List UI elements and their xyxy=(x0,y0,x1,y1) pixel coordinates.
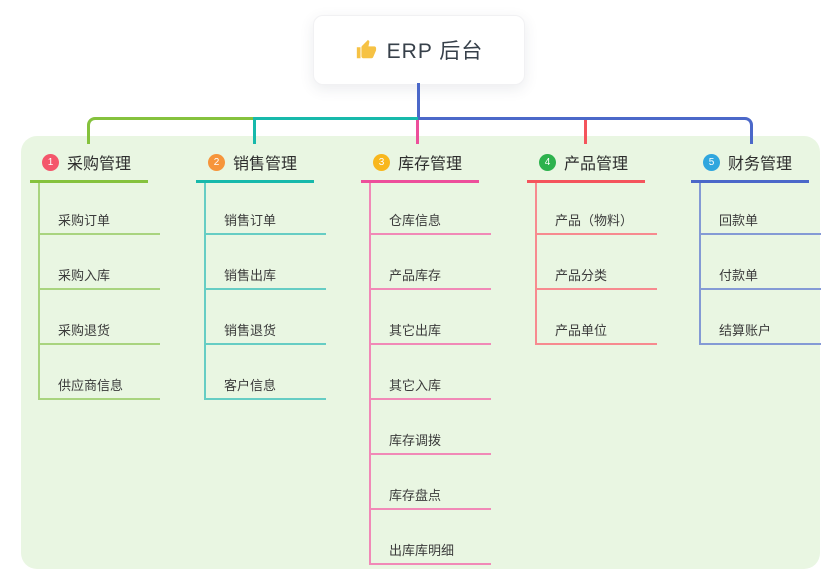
child-node[interactable]: 销售出库 xyxy=(206,235,326,290)
root-node-label: ERP 后台 xyxy=(386,40,484,63)
branch-number-badge: 5 xyxy=(703,153,720,171)
branch-title-4[interactable]: 4 产品管理 xyxy=(527,148,645,183)
branch-children-4: 产品（物料）产品分类产品单位 xyxy=(535,183,657,345)
branch-title-label: 产品管理 xyxy=(564,156,629,173)
thumbs-up-icon xyxy=(355,39,377,61)
child-node[interactable]: 其它入库 xyxy=(371,345,491,400)
child-node[interactable]: 供应商信息 xyxy=(40,345,160,400)
root-stem-line xyxy=(417,83,420,120)
branch-children-2: 销售订单销售出库销售退货客户信息 xyxy=(204,183,326,400)
root-node-erp[interactable]: ERP 后台 xyxy=(313,15,525,85)
child-node[interactable]: 结算账户 xyxy=(701,290,821,345)
child-node[interactable]: 库存调拨 xyxy=(371,400,491,455)
branch-number-badge: 4 xyxy=(539,153,556,171)
branch-title-5[interactable]: 5 财务管理 xyxy=(691,148,809,183)
bus-elbow-branch-1 xyxy=(87,117,253,144)
child-node[interactable]: 库存盘点 xyxy=(371,455,491,510)
branch-title-1[interactable]: 1 采购管理 xyxy=(30,148,148,183)
branch-2: 2 销售管理销售订单销售出库销售退货客户信息 xyxy=(196,148,326,400)
background-panel xyxy=(21,136,820,569)
branch-children-1: 采购订单采购入库采购退货供应商信息 xyxy=(38,183,160,400)
child-node[interactable]: 产品分类 xyxy=(537,235,657,290)
drop-branch-4 xyxy=(584,120,587,144)
branch-4: 4 产品管理产品（物料）产品分类产品单位 xyxy=(527,148,657,345)
bus-elbow-branch-5 xyxy=(418,117,753,144)
branch-1: 1 采购管理采购订单采购入库采购退货供应商信息 xyxy=(30,148,160,400)
child-node[interactable]: 其它出库 xyxy=(371,290,491,345)
child-node[interactable]: 仓库信息 xyxy=(371,183,491,235)
child-node[interactable]: 产品库存 xyxy=(371,235,491,290)
child-node[interactable]: 产品（物料） xyxy=(537,183,657,235)
child-node[interactable]: 采购订单 xyxy=(40,183,160,235)
branch-title-label: 销售管理 xyxy=(233,156,298,173)
branch-title-label: 库存管理 xyxy=(398,156,463,173)
child-node[interactable]: 客户信息 xyxy=(206,345,326,400)
branch-number-badge: 3 xyxy=(373,153,390,171)
branch-title-label: 采购管理 xyxy=(67,156,132,173)
branch-children-3: 仓库信息产品库存其它出库其它入库库存调拨库存盘点出库库明细 xyxy=(369,183,491,565)
child-node[interactable]: 回款单 xyxy=(701,183,821,235)
child-node[interactable]: 产品单位 xyxy=(537,290,657,345)
child-node[interactable]: 出库库明细 xyxy=(371,510,491,565)
branch-5: 5 财务管理回款单付款单结算账户 xyxy=(691,148,821,345)
child-node[interactable]: 付款单 xyxy=(701,235,821,290)
branch-title-2[interactable]: 2 销售管理 xyxy=(196,148,314,183)
branch-number-badge: 1 xyxy=(42,153,59,171)
branch-children-5: 回款单付款单结算账户 xyxy=(699,183,821,345)
child-node[interactable]: 采购退货 xyxy=(40,290,160,345)
child-node[interactable]: 销售退货 xyxy=(206,290,326,345)
branch-3: 3 库存管理仓库信息产品库存其它出库其它入库库存调拨库存盘点出库库明细 xyxy=(361,148,491,565)
branch-title-3[interactable]: 3 库存管理 xyxy=(361,148,479,183)
branch-number-badge: 2 xyxy=(208,153,225,171)
drop-branch-3 xyxy=(416,120,419,144)
child-node[interactable]: 销售订单 xyxy=(206,183,326,235)
bus-elbow-branch-2 xyxy=(253,117,420,144)
branch-title-label: 财务管理 xyxy=(728,156,793,173)
child-node[interactable]: 采购入库 xyxy=(40,235,160,290)
